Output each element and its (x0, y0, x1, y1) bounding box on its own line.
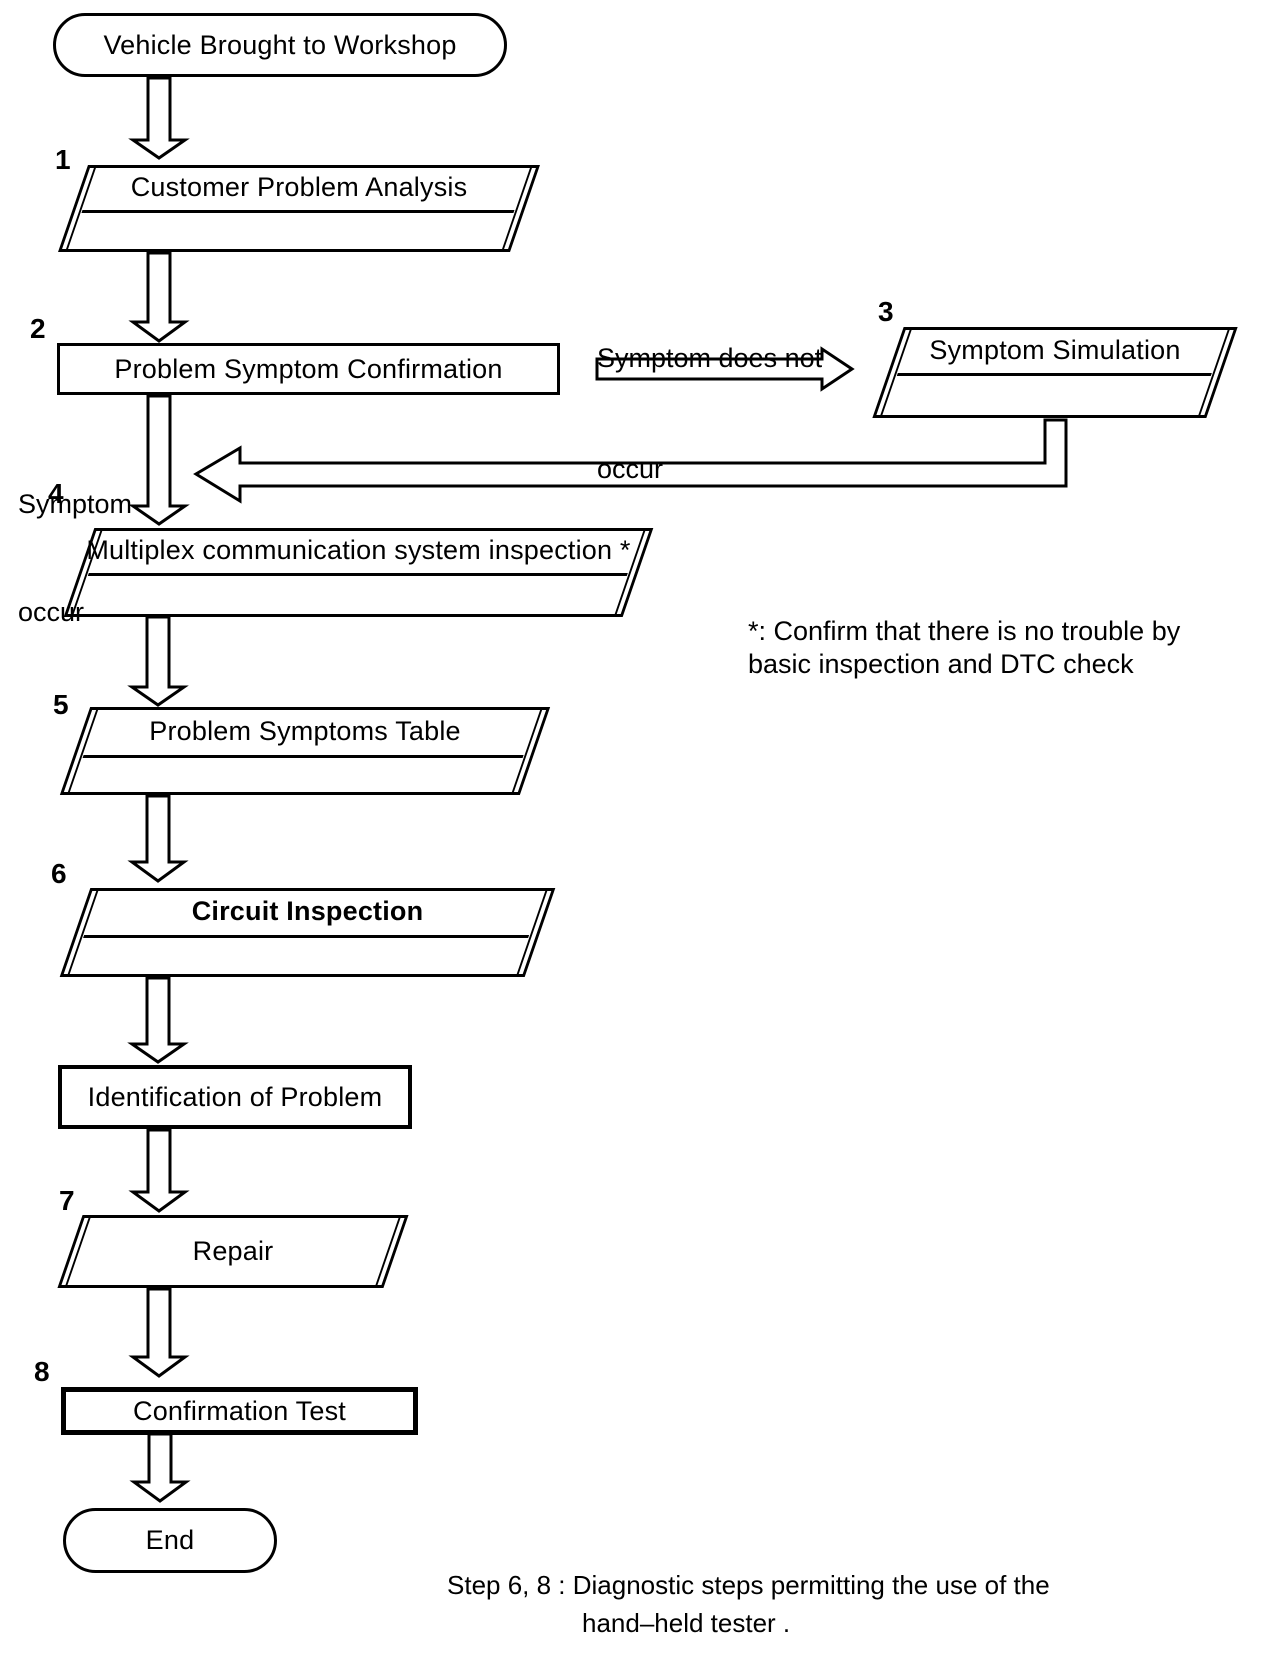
asterisk-note: *: Confirm that there is no trouble by b… (748, 616, 1181, 679)
node-step4-label: Multiplex communication system inspectio… (86, 535, 631, 565)
node-step3-label: Symptom Simulation (929, 334, 1181, 365)
step8-number: 8 (34, 1356, 50, 1387)
footer-note-line2: hand–held tester . (582, 1608, 791, 1638)
arrow-step3-return (193, 418, 1068, 504)
step4-divider (87, 573, 628, 576)
arrow-step6-to-ident (127, 976, 189, 1064)
node-step8 (61, 1387, 418, 1435)
node-identification-label: Identification of Problem (87, 1081, 383, 1112)
node-start-label: Vehicle Brought to Workshop (103, 29, 457, 60)
step5-number: 5 (53, 689, 69, 720)
arrow-step5-to-step6 (127, 794, 189, 883)
node-step7-label: Repair (192, 1236, 274, 1266)
step6-number: 6 (51, 858, 67, 889)
arrow-step1-to-step2 (128, 251, 190, 343)
node-step2-label: Problem Symptom Confirmation (114, 353, 503, 384)
node-step1-label: Customer Problem Analysis (130, 172, 468, 202)
node-end (63, 1508, 277, 1573)
arrow-step2-to-step3 (595, 346, 855, 392)
arrow-step7-to-step8 (128, 1287, 190, 1378)
step7-number: 7 (59, 1185, 75, 1216)
node-identification (58, 1065, 412, 1129)
edge-label-symptom-occur: Symptom occur (18, 489, 133, 627)
node-step6-label: Circuit Inspection (191, 896, 424, 926)
step5-divider (82, 755, 524, 758)
step3-divider (896, 373, 1212, 376)
footer-note-line1: Step 6, 8 : Diagnostic steps permitting … (447, 1570, 1050, 1600)
step1-number: 1 (55, 144, 71, 175)
edge-label-symptom-does-not-occur: Symptom does not occur (597, 343, 823, 484)
step4-number: 4 (48, 478, 64, 509)
step2-number: 2 (30, 313, 46, 344)
arrow-step2-to-step4 (128, 394, 190, 526)
node-end-label: End (145, 1525, 195, 1555)
arrow-step8-to-end (129, 1432, 191, 1503)
arrow-start-to-step1 (128, 76, 190, 160)
step1-divider (81, 210, 515, 213)
node-step2 (57, 343, 560, 395)
step6-divider (83, 935, 530, 938)
node-step8-label: Confirmation Test (133, 1395, 346, 1426)
node-step5-label: Problem Symptoms Table (149, 715, 461, 746)
step3-number: 3 (878, 296, 894, 327)
arrow-ident-to-step7 (128, 1128, 190, 1213)
node-start (53, 13, 507, 77)
arrow-step4-to-step5 (127, 615, 189, 707)
